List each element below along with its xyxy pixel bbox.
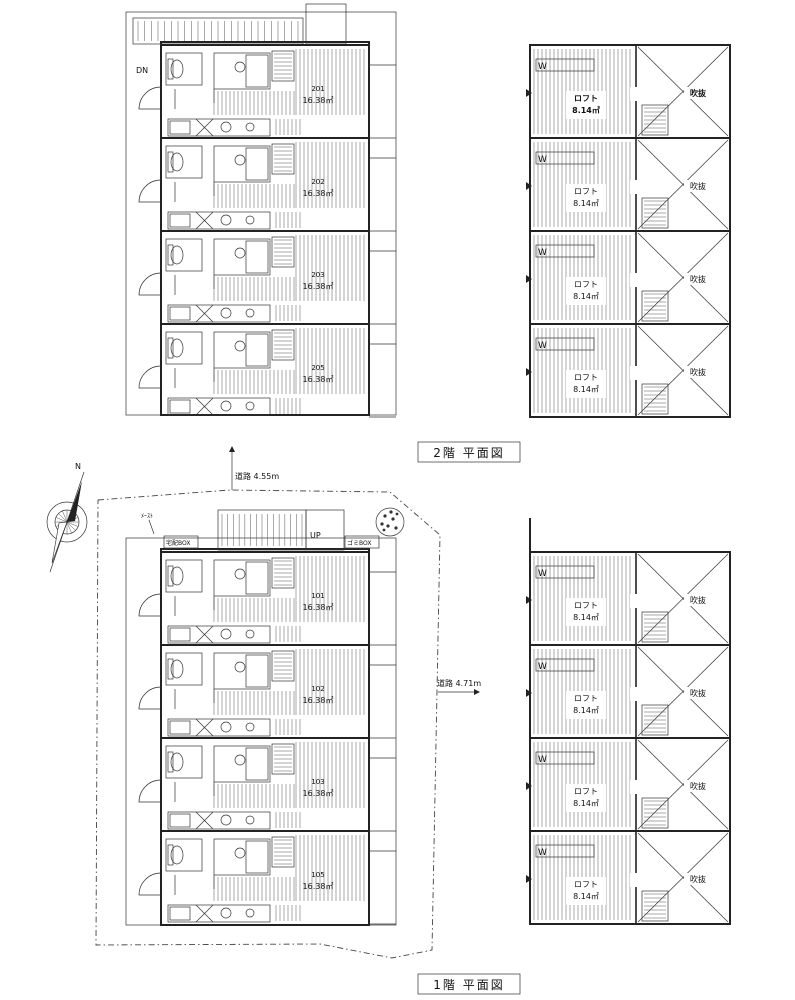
floor-1-stair-label: UP [310, 531, 321, 540]
unit-202: 202 16.38㎡ [138, 137, 396, 232]
void-label: 吹抜 [690, 595, 706, 605]
loft-area: 8.14㎡ [573, 385, 599, 394]
void-label: 吹抜 [690, 274, 706, 284]
loft-area: 8.14㎡ [573, 799, 599, 808]
floor-2-stair [132, 3, 347, 45]
unit-number: 105 [311, 871, 324, 879]
loft-area: 8.14㎡ [573, 892, 599, 901]
tree-icon [375, 507, 405, 537]
unit-201: 201 16.38㎡ [138, 44, 396, 139]
svg-text:W: W [538, 341, 547, 351]
loft-area: 8.14㎡ [573, 706, 599, 715]
svg-text:W: W [538, 662, 547, 672]
unit-105: 105 16.38㎡ [138, 830, 396, 925]
floor-2-plan: DN 20116.38㎡20216.38㎡20316.38㎡20516.38㎡ … [125, 3, 521, 463]
void-label: 吹抜 [690, 367, 706, 377]
floor-1-stair [217, 509, 345, 551]
loft-2: W ロフト 8.14㎡ 吹抜 [526, 644, 731, 739]
svg-text:W: W [538, 62, 547, 72]
svg-text:W: W [538, 755, 547, 765]
floor-2-title-box [417, 441, 521, 463]
unit-area: 16.38㎡ [303, 603, 334, 612]
unit-area: 16.38㎡ [303, 789, 334, 798]
loft-label: ロフト [574, 787, 598, 796]
unit-205: 205 16.38㎡ [138, 323, 396, 418]
void-label: 吹抜 [690, 874, 706, 884]
unit-101: 101 16.38㎡ [138, 551, 396, 646]
unit-area: 16.38㎡ [303, 189, 334, 198]
floor-1-plan: UP 宅配BOX ゴミBOX ﾒｰｽﾄ 10116.38㎡10216.38㎡10… [46, 446, 521, 995]
loft-label: ロフト [574, 694, 598, 703]
unit-203: 203 16.38㎡ [138, 230, 396, 325]
loft-label: ロフト [574, 880, 598, 889]
north-compass-icon [46, 471, 88, 573]
void-label: 吹抜 [690, 781, 706, 791]
delivery-box-label: 宅配BOX [166, 539, 190, 547]
unit-number: 102 [311, 685, 324, 693]
unit-102: 102 16.38㎡ [138, 644, 396, 739]
loft-area: 8.14㎡ [573, 292, 599, 301]
north-label: N [75, 462, 81, 471]
void-label: 吹抜 [690, 688, 706, 698]
unit-area: 16.38㎡ [303, 282, 334, 291]
unit-number: 205 [311, 364, 324, 372]
floor-2-lofts: Wロフト8.14㎡吹抜Wロフト8.14㎡吹抜Wロフト8.14㎡吹抜Wロフト8.1… [526, 44, 731, 418]
loft-3: W ロフト 8.14㎡ 吹抜 [526, 737, 731, 832]
road-north-label: 道路 4.55m [235, 471, 279, 481]
unit-103: 103 16.38㎡ [138, 737, 396, 832]
unit-area: 16.38㎡ [303, 96, 334, 105]
floor-2-title: 2階 平面図 [433, 445, 504, 460]
svg-text:W: W [538, 155, 547, 165]
unit-number: 103 [311, 778, 324, 786]
unit-number: 202 [311, 178, 324, 186]
loft-label: ロフト [574, 187, 598, 196]
unit-area: 16.38㎡ [303, 375, 334, 384]
svg-text:W: W [538, 248, 547, 258]
floor-2-stair-label: DN [136, 66, 148, 75]
unit-number: 203 [311, 271, 324, 279]
trash-box-label: ゴミBOX [347, 539, 371, 547]
unit-number: 101 [311, 592, 324, 600]
unit-number: 201 [311, 85, 324, 93]
floor-1-lofts: Wロフト8.14㎡吹抜Wロフト8.14㎡吹抜Wロフト8.14㎡吹抜Wロフト8.1… [526, 551, 731, 925]
loft-label: ロフト [574, 94, 598, 103]
road-east-label: 道路 4.71m [437, 678, 481, 688]
loft-label: ロフト [574, 601, 598, 610]
loft-area: 8.14㎡ [573, 199, 599, 208]
loft-1: W ロフト 8.14㎡ 吹抜 [526, 551, 731, 646]
loft-2: W ロフト 8.14㎡ 吹抜 [526, 137, 731, 232]
loft-4: W ロフト 8.14㎡ 吹抜 [526, 830, 731, 925]
loft-label: ロフト [574, 373, 598, 382]
void-label: 吹抜 [690, 88, 707, 98]
floor-1-title: 1階 平面図 [433, 977, 504, 992]
loft-area: 8.14㎡ [573, 613, 599, 622]
unit-area: 16.38㎡ [303, 696, 334, 705]
svg-text:W: W [538, 848, 547, 858]
loft-area: 8.14㎡ [572, 105, 600, 115]
loft-1: W ロフト 8.14㎡ 吹抜 [526, 44, 731, 139]
site-boundary [95, 489, 441, 959]
svg-text:W: W [538, 569, 547, 579]
floor-1-title-box [417, 973, 521, 995]
void-label: 吹抜 [690, 181, 706, 191]
loft-label: ロフト [574, 280, 598, 289]
meter-label: ﾒｰｽﾄ [141, 513, 153, 520]
loft-4: W ロフト 8.14㎡ 吹抜 [526, 323, 731, 418]
loft-3: W ロフト 8.14㎡ 吹抜 [526, 230, 731, 325]
unit-area: 16.38㎡ [303, 882, 334, 891]
